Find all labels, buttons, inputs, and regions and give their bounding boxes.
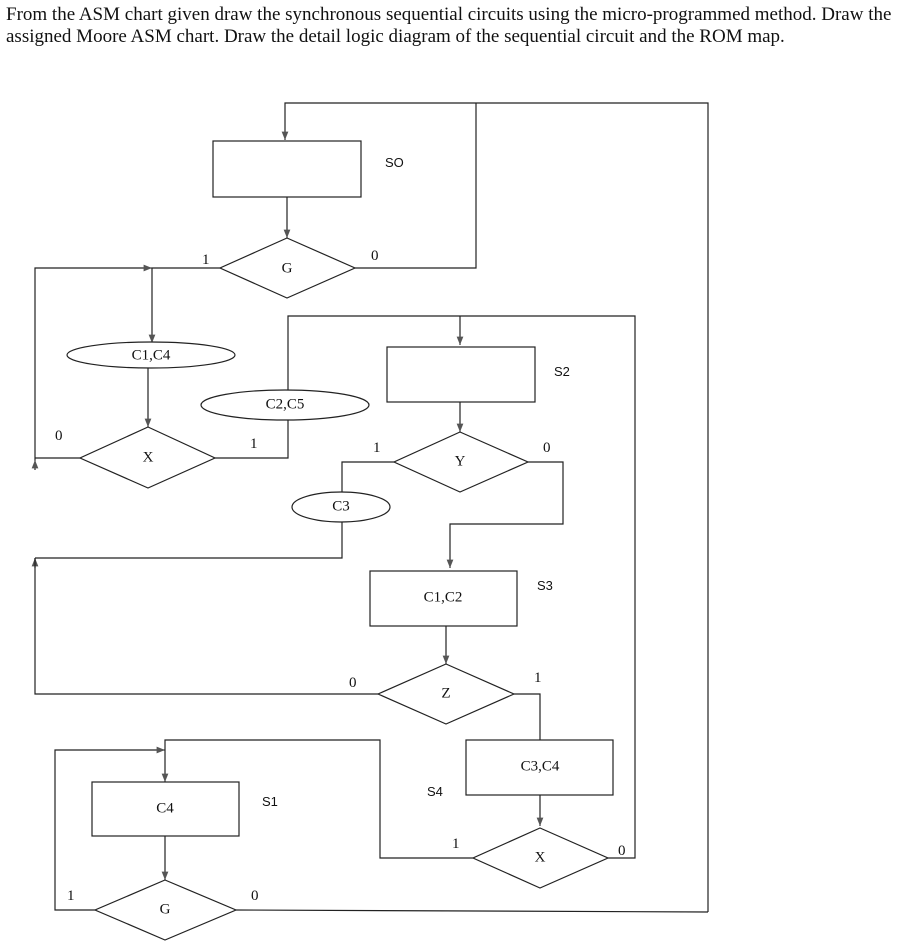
wire-g-bottom-true <box>54 746 165 911</box>
output-oval-c1c4 <box>66 341 236 369</box>
decision-label-z: Z <box>441 685 450 701</box>
branch-z-true: 1 <box>534 670 542 686</box>
wire-top-to-s0 <box>281 102 476 140</box>
decision-label-x-right: X <box>535 849 546 865</box>
state-name-s0: SO <box>385 155 404 170</box>
decision-label-y: Y <box>455 453 466 469</box>
branch-x-left-true: 1 <box>250 436 258 452</box>
wire-x-true-to-s1 <box>161 739 473 859</box>
state-box-s3 <box>369 570 518 627</box>
decision-z <box>376 663 516 725</box>
output-label-c1c4: C1,C4 <box>132 347 171 363</box>
state-box-s4 <box>465 739 614 796</box>
output-label-c3: C3 <box>332 498 350 514</box>
output-oval-c3 <box>291 491 391 523</box>
decision-label-g-bottom: G <box>160 901 171 917</box>
branch-y-false: 0 <box>543 440 551 456</box>
decision-x-left <box>78 426 217 489</box>
output-label-c4: C4 <box>156 800 174 816</box>
wire-g-false-up <box>355 103 477 269</box>
decision-g-bottom <box>93 879 238 941</box>
branch-g-bottom-true: 1 <box>67 888 75 904</box>
branch-y-true: 1 <box>373 440 381 456</box>
state-name-s1: S1 <box>262 794 278 809</box>
question-text: From the ASM chart given draw the synchr… <box>6 4 892 47</box>
state-name-s4: S4 <box>427 784 443 799</box>
wire-c3-return <box>35 522 343 559</box>
branch-g-top-true: 1 <box>202 252 210 268</box>
wire-g-bottom-false <box>235 909 709 913</box>
state-box-s1 <box>91 781 240 837</box>
wire-z-true <box>514 693 541 740</box>
wire-left-return <box>34 264 152 460</box>
state-name-s2: S2 <box>554 364 570 379</box>
decision-label-g-top: G <box>282 260 293 276</box>
wire-z-false <box>34 558 378 695</box>
wire-y-false <box>446 461 564 568</box>
branch-z-false: 0 <box>349 675 357 691</box>
state-box-s2 <box>386 346 536 403</box>
branch-g-top-false: 0 <box>371 248 379 264</box>
wire-y-true <box>341 461 394 492</box>
state-name-s3: S3 <box>537 578 553 593</box>
branch-x-right-true: 1 <box>452 836 460 852</box>
branch-g-bottom-false: 0 <box>251 888 259 904</box>
output-label-c1c2: C1,C2 <box>424 589 463 605</box>
wire-outer-right-return <box>476 102 709 912</box>
branch-x-left-false: 0 <box>55 428 63 444</box>
output-label-c2c5: C2,C5 <box>266 396 305 412</box>
decision-y <box>392 431 530 493</box>
decision-g-top <box>218 237 357 299</box>
state-box-s0 <box>212 140 362 198</box>
decision-x-right <box>471 827 610 889</box>
decision-label-x-left: X <box>143 449 154 465</box>
output-label-c3c4: C3,C4 <box>521 758 560 774</box>
connection-lines <box>31 102 709 913</box>
branch-x-right-false: 0 <box>618 843 626 859</box>
wire-x-true-loop <box>215 315 636 859</box>
output-oval-c2c5 <box>200 389 370 421</box>
